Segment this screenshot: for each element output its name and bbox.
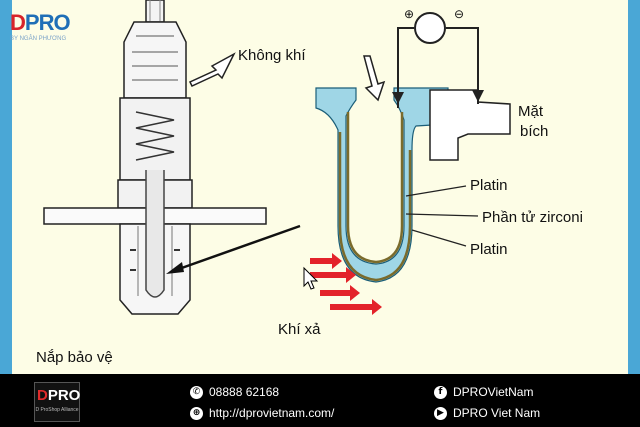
contact-facebook[interactable]: f DPROVietNam: [434, 383, 533, 401]
footer-logo[interactable]: DPRO D ProShop Alliance: [34, 382, 80, 422]
contact-youtube[interactable]: ▶ DPRO Viet Nam: [434, 404, 540, 422]
globe-icon: ⊕: [190, 406, 203, 420]
youtube-icon: ▶: [434, 406, 447, 420]
facebook-name: DPROVietNam: [453, 385, 534, 399]
contact-phone[interactable]: ✆ 08888 62168: [190, 383, 279, 401]
cursor-icon: [303, 266, 319, 290]
phone-number: 08888 62168: [209, 385, 280, 399]
label-flange-line1: Mặt: [518, 103, 544, 120]
youtube-name: DPRO Viet Nam: [453, 406, 541, 420]
minus-terminal: ⊖: [454, 7, 464, 21]
circuit-wires: [392, 27, 484, 108]
sensor-body: [43, 0, 267, 315]
brand-logo-sub: BY NGÂN PHƯƠNG: [10, 36, 67, 42]
label-protective-cover: Nắp bảo vệ: [36, 349, 113, 366]
brand-logo-rest: PRO: [24, 10, 71, 35]
voltmeter: ⊕ ⊖: [404, 7, 464, 44]
diagram-stage: ⊕ ⊖ Không khí Mặt bích Platin Phần tử zi…: [0, 0, 640, 374]
label-platin-inner: Platin: [470, 177, 508, 194]
left-border: [0, 0, 12, 374]
right-border: [628, 0, 640, 374]
leader-lines: [405, 185, 479, 247]
website-url: http://dprovietnam.com/: [209, 406, 335, 420]
air-inlet-arrow: [188, 52, 236, 87]
label-exhaust: Khí xả: [278, 321, 321, 338]
inflow-arrow: [363, 55, 386, 102]
zirconia-element: [315, 87, 511, 283]
oxygen-sensor-diagram: ⊕ ⊖ Không khí Mặt bích Platin Phần tử zi…: [36, 0, 583, 366]
label-air: Không khí: [238, 47, 306, 64]
plus-terminal: ⊕: [404, 7, 414, 21]
label-flange-line2: bích: [520, 123, 548, 140]
brand-logo: DPRO BY NGÂN PHƯƠNG: [8, 10, 71, 54]
facebook-icon: f: [434, 385, 447, 399]
pointer-arrow: [166, 224, 301, 274]
footer-logo-sub: D ProShop Alliance: [35, 407, 79, 413]
footer-bar: DPRO D ProShop Alliance ✆ 08888 62168 ⊕ …: [0, 374, 640, 427]
label-platin-outer: Platin: [470, 241, 508, 258]
exhaust-arrows: [310, 253, 382, 315]
phone-icon: ✆: [190, 385, 203, 399]
footer-logo-text: DPRO: [37, 387, 81, 404]
contact-website[interactable]: ⊕ http://dprovietnam.com/: [190, 404, 334, 422]
brand-logo-text: DPRO: [10, 10, 71, 35]
label-zirconia: Phần tử zirconi: [482, 209, 583, 226]
